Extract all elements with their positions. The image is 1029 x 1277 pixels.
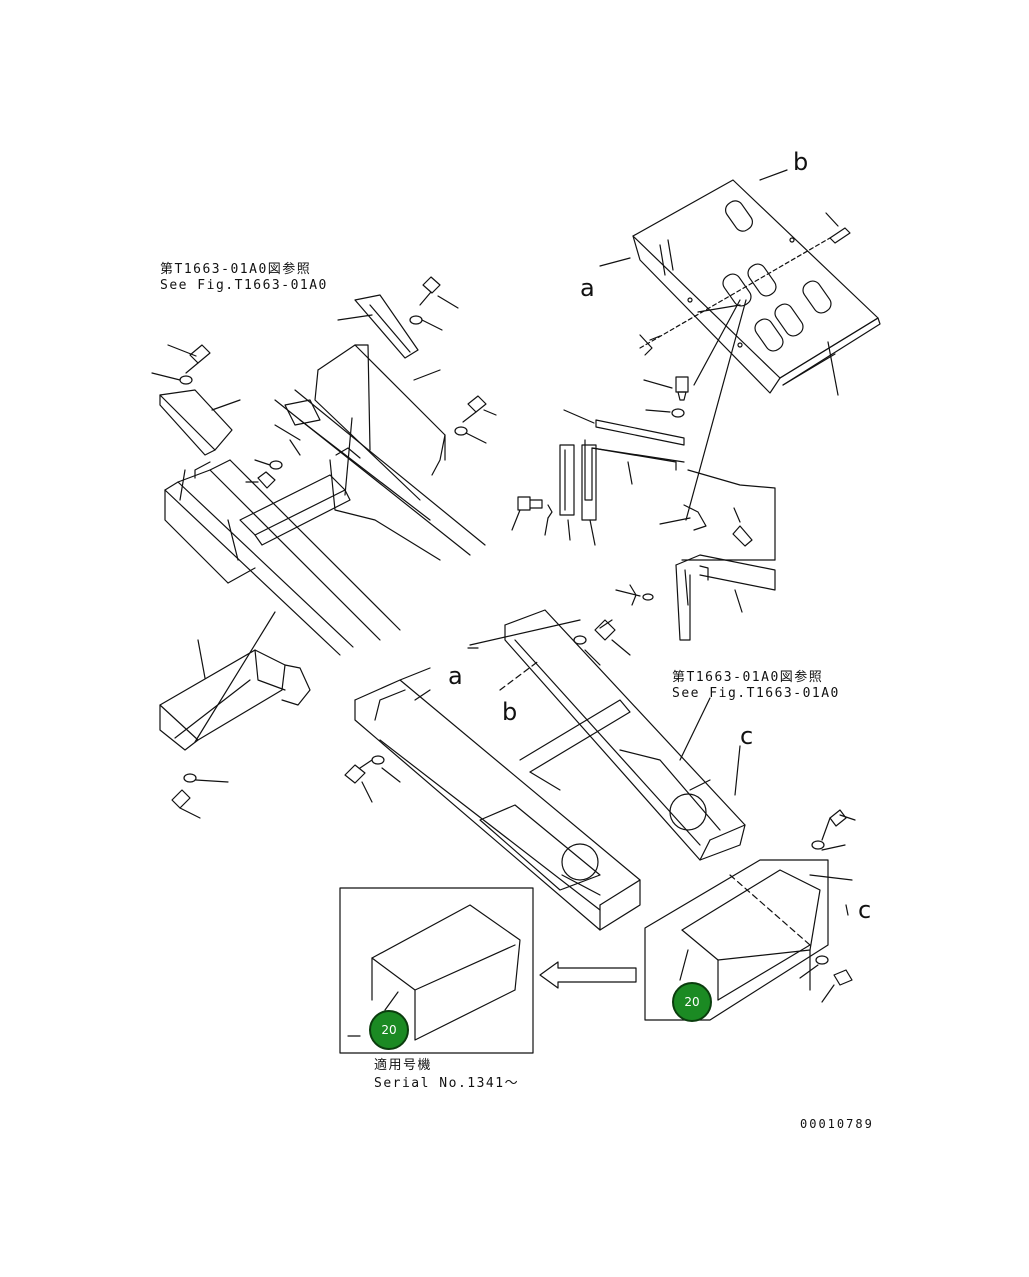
inset-box	[339, 887, 534, 1054]
reference-en-mid: See Fig.T1663-01A0	[672, 686, 840, 701]
reference-en-top: See Fig.T1663-01A0	[160, 278, 328, 293]
applicability-label: 適用号機	[374, 1058, 433, 1073]
view-marker-c-right: c	[858, 896, 872, 924]
part-callout-20[interactable]: 20	[672, 982, 712, 1022]
left-frame-assembly	[151, 276, 497, 819]
cover-plate-assembly	[644, 809, 856, 1021]
view-marker-a-top: a	[580, 274, 595, 302]
serial-number: Serial No.1341～	[374, 1076, 520, 1091]
part-callout-20-inset[interactable]: 20	[369, 1010, 409, 1050]
view-marker-c-mid: c	[740, 722, 754, 750]
view-marker-b-top: b	[793, 148, 809, 176]
step-plate-assembly	[599, 169, 881, 396]
drawing-number: 00010789	[800, 1117, 874, 1131]
hardware-column	[511, 299, 776, 641]
view-marker-b-mid: b	[502, 698, 518, 726]
reference-jp-mid: 第T1663-01A0図参照	[672, 670, 824, 685]
main-frame	[344, 609, 746, 931]
view-marker-a-mid: a	[448, 662, 463, 690]
reference-jp-top: 第T1663-01A0図参照	[160, 262, 312, 277]
inset-arrow	[539, 961, 637, 989]
